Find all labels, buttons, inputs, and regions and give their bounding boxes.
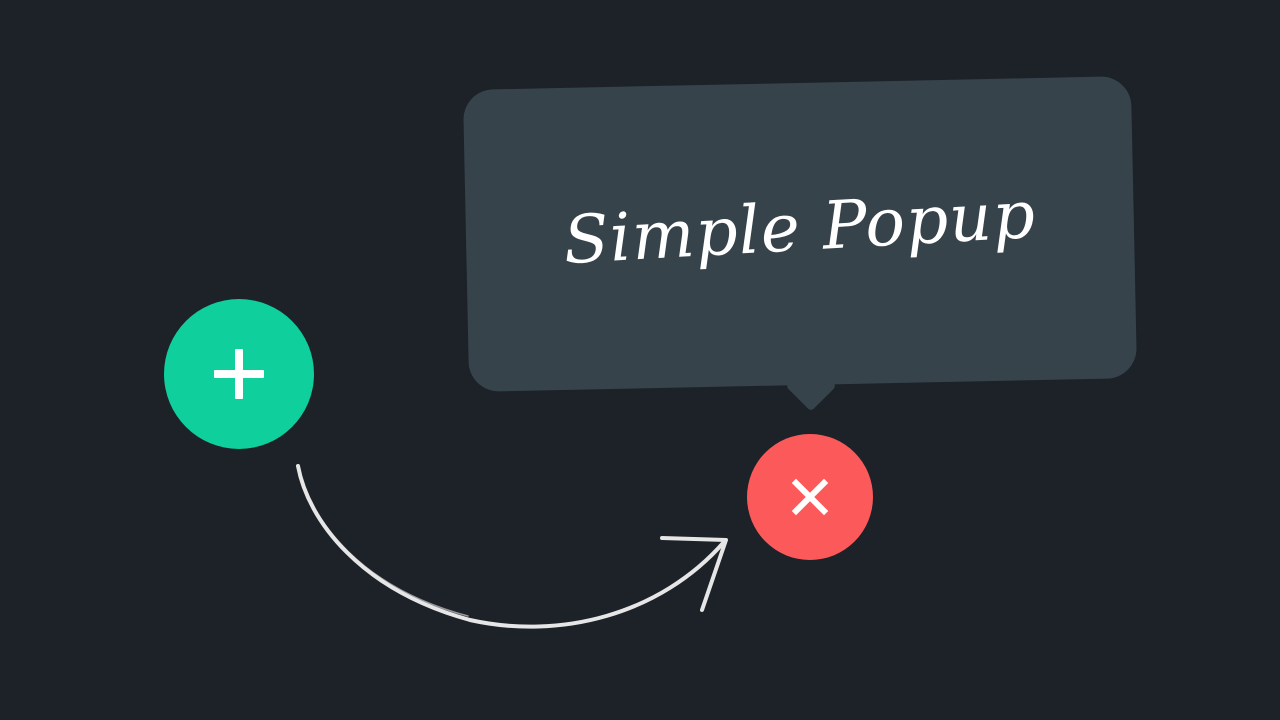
plus-icon [214,349,264,399]
close-button[interactable] [747,434,873,560]
popup: Simple Popup [462,76,1138,392]
popup-title: Simple Popup [561,175,1038,279]
close-icon [791,478,829,516]
add-button[interactable] [164,299,314,449]
